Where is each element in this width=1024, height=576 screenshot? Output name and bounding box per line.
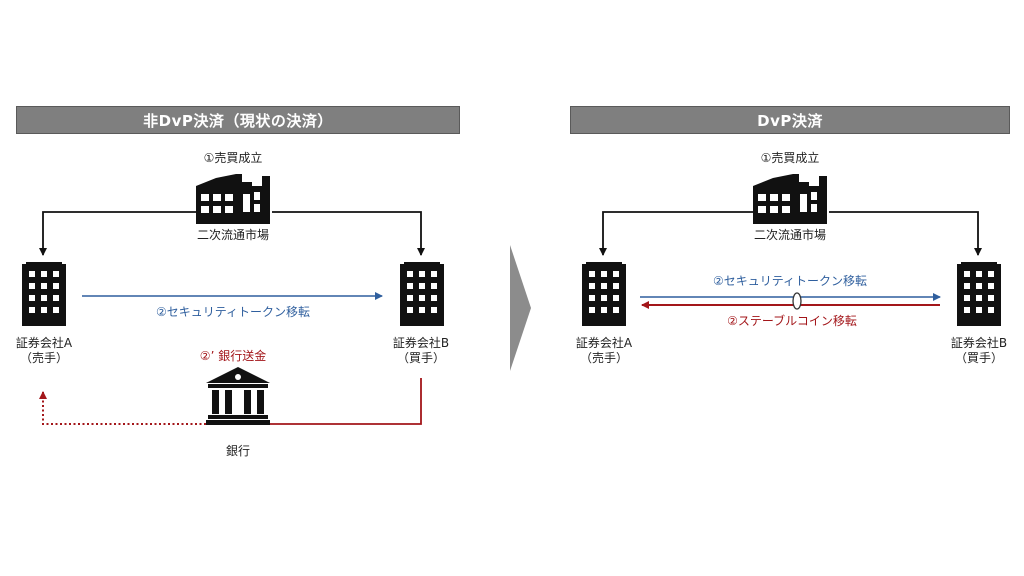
right-token-transfer-label: ②セキュリティトークン移転 xyxy=(712,274,868,288)
left-bank-transfer-label: ②’ 銀行送金 xyxy=(199,349,267,363)
left-bank-transfer-arrow xyxy=(39,391,206,425)
left-panel-title: 非DvP決済（現状の決済） xyxy=(143,111,333,130)
left-bank-label: 銀行 xyxy=(225,444,251,458)
dvp-link-ellipse-icon xyxy=(792,292,802,310)
left-seller-role: （売手） xyxy=(19,351,68,365)
right-trade-line-to-buyer xyxy=(829,211,982,256)
left-buyer-label: 証券会社B （買手） xyxy=(393,336,449,366)
right-seller-role: （売手） xyxy=(579,351,628,365)
right-panel-header: DvP決済 xyxy=(570,106,1010,134)
left-market-factory-icon xyxy=(196,174,270,224)
left-buyer-office-building-icon xyxy=(400,262,444,326)
right-seller-office-building-icon xyxy=(582,262,626,326)
left-trade-line-to-seller xyxy=(39,211,196,256)
right-seller-name: 証券会社A xyxy=(575,336,633,350)
right-stablecoin-transfer-label: ②ステーブルコイン移転 xyxy=(727,314,857,328)
right-trade-line-to-seller xyxy=(599,211,753,256)
left-bank-payment-line xyxy=(270,378,422,425)
right-panel-title: DvP決済 xyxy=(757,111,823,130)
right-buyer-role: （買手） xyxy=(954,351,1004,365)
left-bank-icon xyxy=(206,367,270,425)
right-buyer-name: 証券会社B xyxy=(950,336,1008,350)
left-trade-label: ①売買成立 xyxy=(203,151,263,165)
right-market-factory-icon xyxy=(753,174,827,224)
left-seller-office-building-icon xyxy=(22,262,66,326)
right-buyer-office-building-icon xyxy=(957,262,1001,326)
left-token-transfer-label: ②セキュリティトークン移転 xyxy=(155,305,311,319)
left-trade-line-to-buyer xyxy=(272,211,425,256)
left-buyer-role: （買手） xyxy=(396,351,446,365)
right-seller-label: 証券会社A （売手） xyxy=(576,336,632,366)
right-market-label: 二次流通市場 xyxy=(753,228,827,242)
left-market-label: 二次流通市場 xyxy=(196,228,270,242)
left-seller-name: 証券会社A xyxy=(15,336,73,350)
left-buyer-name: 証券会社B xyxy=(392,336,450,350)
left-panel-header: 非DvP決済（現状の決済） xyxy=(16,106,460,134)
chevron-right-icon xyxy=(510,245,531,371)
right-buyer-label: 証券会社B （買手） xyxy=(951,336,1007,366)
right-trade-label: ①売買成立 xyxy=(760,151,820,165)
left-seller-label: 証券会社A （売手） xyxy=(16,336,72,366)
